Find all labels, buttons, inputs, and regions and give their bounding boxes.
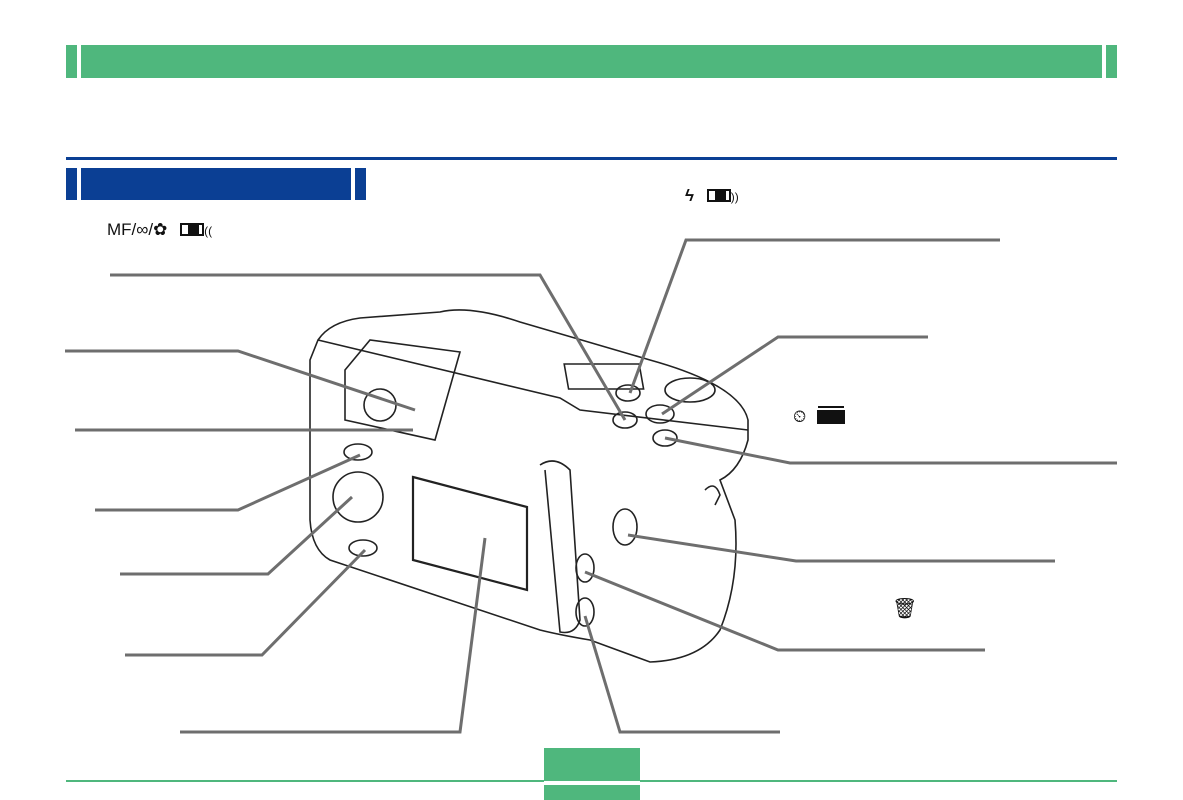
delete-icon: 🗑 bbox=[892, 598, 918, 620]
monitor-icon bbox=[180, 223, 205, 236]
focus-button bbox=[612, 411, 638, 429]
flash-label: ϟ )) bbox=[685, 186, 739, 206]
macro-icon: ✿ bbox=[153, 220, 168, 239]
zoom-button bbox=[575, 553, 595, 583]
leader-focus-button bbox=[110, 273, 627, 421]
focus-mode-text: MF/∞/ bbox=[107, 220, 154, 239]
leader-flash-button bbox=[628, 238, 1000, 394]
timer-folder-label: ⏲ bbox=[793, 407, 845, 427]
leader-viewfinder bbox=[65, 349, 416, 412]
timer-button bbox=[652, 429, 678, 447]
delete-button bbox=[575, 597, 595, 627]
lcd-monitor bbox=[411, 475, 529, 592]
strap-loop bbox=[704, 485, 721, 506]
leader-menu-button bbox=[95, 453, 361, 512]
shutter-button bbox=[645, 404, 675, 424]
camera-body bbox=[309, 309, 749, 663]
control-pad bbox=[332, 471, 384, 523]
flash-icon: ϟ bbox=[685, 186, 694, 205]
leader-control-pad bbox=[120, 495, 354, 576]
self-timer-icon: ⏲ bbox=[793, 407, 807, 426]
leader-monitor bbox=[180, 537, 487, 734]
page-number-box bbox=[544, 748, 640, 800]
viewfinder bbox=[344, 339, 462, 441]
monitor-icon bbox=[706, 189, 731, 202]
camera-top-ridge bbox=[317, 339, 749, 431]
leader-display-button bbox=[125, 548, 367, 657]
sound-left-icon: (( bbox=[204, 224, 213, 238]
header-rule bbox=[66, 157, 1117, 160]
sound-right-icon: )) bbox=[730, 190, 739, 204]
flash-button bbox=[615, 384, 641, 402]
power-switch bbox=[612, 508, 638, 546]
leader-timer-button bbox=[664, 436, 1117, 465]
leader-lines bbox=[65, 238, 1117, 734]
leader-power-switch bbox=[627, 533, 1055, 563]
page-header-bar bbox=[66, 45, 1117, 78]
display-button bbox=[348, 539, 378, 557]
leader-shutter bbox=[661, 335, 928, 416]
hand-grip bbox=[539, 460, 581, 634]
leader-zoom-button bbox=[584, 570, 985, 652]
section-title-bar bbox=[66, 168, 366, 200]
menu-button bbox=[343, 443, 373, 461]
folder-icon bbox=[817, 408, 845, 424]
focus-mode-label: MF/∞/✿ (( bbox=[107, 220, 212, 240]
mode-dial bbox=[664, 377, 716, 403]
leader-delete-button bbox=[583, 615, 780, 734]
